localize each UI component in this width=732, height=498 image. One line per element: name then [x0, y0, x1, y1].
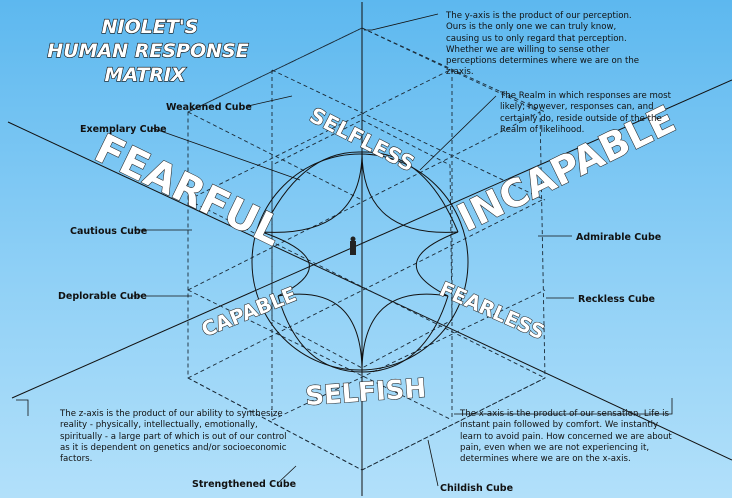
label-cautious-cube: Cautious Cube	[70, 226, 147, 237]
cube-lattice	[187, 27, 546, 471]
note-z-axis: The z-axis is the product of our ability…	[60, 409, 287, 465]
leader-y-axis	[364, 13, 439, 31]
note-y-axis: The y-axis is the product of our percept…	[446, 11, 640, 78]
label-deplorable-cube: Deplorable Cube	[58, 291, 147, 302]
label-exemplary-cube: Exemplary Cube	[80, 124, 167, 135]
realm-circle	[251, 153, 469, 371]
response-words: FEARFUL INCAPABLE SELFLESS SELFISH CAPAB…	[87, 96, 683, 412]
note-leaders	[16, 13, 673, 416]
word-selfish: SELFISH	[304, 374, 427, 412]
label-strengthened-cube: Strengthened Cube	[192, 479, 296, 490]
word-fearless: FEARLESS	[436, 277, 549, 345]
title-line-1: NIOLET'S	[102, 16, 199, 38]
label-reckless-cube: Reckless Cube	[578, 294, 655, 305]
leader-realm	[419, 95, 497, 171]
realm-of-likelihood	[251, 151, 469, 373]
label-admirable-cube: Admirable Cube	[576, 232, 661, 243]
label-childish-cube: Childish Cube	[440, 483, 513, 494]
note-x-axis: The x-axis is the product of our sensati…	[460, 409, 672, 465]
note-realm: The Realm in which responses are most li…	[500, 91, 672, 135]
z-axis	[11, 79, 732, 399]
leader-z-axis	[16, 399, 29, 416]
person-figure-icon	[350, 236, 356, 255]
title-line-3: MATRIX	[104, 64, 186, 86]
diagram-title: NIOLET'S HUMAN RESPONSE MATRIX	[47, 15, 250, 86]
word-capable: CAPABLE	[198, 282, 300, 342]
cube-labels: Weakened Cube Exemplary Cube Cautious Cu…	[58, 95, 661, 494]
title-line-2: HUMAN RESPONSE	[47, 40, 248, 62]
leader-x-axis	[454, 398, 673, 415]
label-weakened-cube: Weakened Cube	[166, 102, 252, 113]
